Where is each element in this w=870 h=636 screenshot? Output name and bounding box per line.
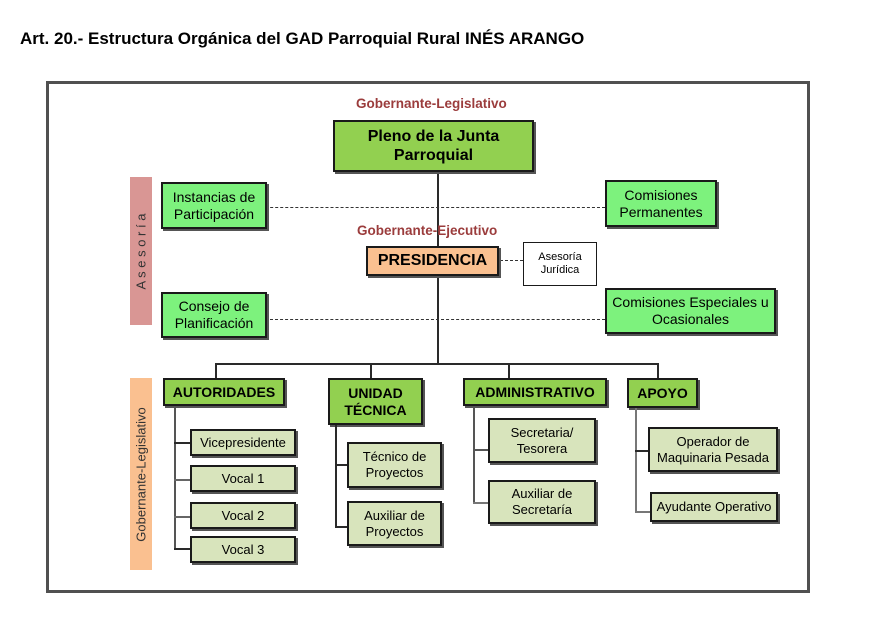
dept-administrativo[interactable]: ADMINISTRATIVO bbox=[463, 378, 607, 406]
node-operador-maquinaria[interactable]: Operador de Maquinaria Pesada bbox=[648, 427, 778, 472]
connector-secretaria-tesorera bbox=[473, 449, 489, 451]
node-ayudante-operativo-label: Ayudante Operativo bbox=[656, 499, 772, 515]
connector-apoyo-children bbox=[635, 408, 637, 512]
dept-administrativo-label: ADMINISTRATIVO bbox=[475, 383, 595, 400]
node-vocal-3[interactable]: Vocal 3 bbox=[190, 536, 296, 563]
band-gobernante-legislativo: Gobernante-Legislativo bbox=[130, 378, 152, 570]
dashed-link-instancias-comisiones bbox=[240, 207, 605, 208]
band-asesoria-label: A s e s o r í a bbox=[133, 213, 149, 289]
node-consejo-label: Consejo de Planificación bbox=[174, 298, 254, 331]
connector-administrativo-children bbox=[473, 406, 475, 502]
connector-administrativo bbox=[508, 363, 510, 380]
node-comisiones-permanentes-label: Comisiones Permanentes bbox=[619, 186, 703, 220]
connector-autoridades-children bbox=[174, 406, 176, 549]
node-vicepresidente[interactable]: Vicepresidente bbox=[190, 429, 296, 456]
org-chart-frame bbox=[46, 81, 810, 593]
node-tecnico-proyectos-label: Técnico de Proyectos bbox=[362, 449, 427, 480]
node-vicepresidente-label: Vicepresidente bbox=[200, 434, 286, 450]
connector-vocal-1 bbox=[174, 479, 190, 481]
connector-operador-maquinaria bbox=[635, 450, 649, 452]
dept-apoyo[interactable]: APOYO bbox=[627, 378, 698, 408]
dept-unidad-tecnica[interactable]: UNIDAD TÉCNICA bbox=[328, 378, 423, 425]
connector-unidad-tecnica bbox=[370, 363, 372, 380]
connector-presidencia-bus bbox=[437, 276, 439, 364]
node-auxiliar-proyectos-label: Auxiliar de Proyectos bbox=[364, 507, 425, 539]
node-comisiones-especiales-label: Comisiones Especiales u Ocasionales bbox=[612, 294, 769, 327]
band-legislativo-label: Gobernante-Legislativo bbox=[133, 406, 149, 542]
connector-vocal-2 bbox=[174, 516, 190, 518]
label-gobernante-ejecutivo: Gobernante-Ejecutivo bbox=[357, 223, 498, 238]
node-secretaria-tesorera-label: Secretaria/ Tesorera bbox=[510, 424, 574, 456]
page-title: Art. 20.- Estructura Orgánica del GAD Pa… bbox=[20, 29, 585, 48]
dept-unidad-tecnica-label: UNIDAD TÉCNICA bbox=[344, 384, 407, 418]
node-vocal-1[interactable]: Vocal 1 bbox=[190, 465, 296, 492]
node-auxiliar-proyectos[interactable]: Auxiliar de Proyectos bbox=[347, 501, 442, 546]
node-consejo-planificacion[interactable]: Consejo de Planificación bbox=[161, 292, 267, 338]
node-pleno-junta[interactable]: Pleno de la Junta Parroquial bbox=[333, 120, 534, 172]
connector-unidad-tecnica-children bbox=[335, 425, 337, 528]
connector-vicepresidente bbox=[174, 442, 190, 444]
connector-pleno-presidencia bbox=[437, 172, 439, 248]
node-operador-maquinaria-label: Operador de Maquinaria Pesada bbox=[656, 433, 770, 465]
node-comisiones-permanentes[interactable]: Comisiones Permanentes bbox=[605, 180, 717, 227]
dashed-link-presidencia-asesoria bbox=[500, 260, 523, 261]
node-asesoria-label: Asesoría Jurídica bbox=[538, 250, 582, 276]
connector-apoyo bbox=[657, 363, 659, 380]
connector-auxiliar-proyectos bbox=[335, 526, 348, 528]
node-presidencia-label: PRESIDENCIA bbox=[377, 252, 488, 270]
dept-autoridades-label: AUTORIDADES bbox=[172, 383, 276, 400]
connector-auxiliar-secretaria bbox=[473, 502, 489, 504]
dept-apoyo-label: APOYO bbox=[637, 384, 688, 401]
connector-horizontal-bus bbox=[215, 363, 658, 365]
node-auxiliar-secretaria[interactable]: Auxiliar de Secretaría bbox=[488, 480, 596, 524]
dept-autoridades[interactable]: AUTORIDADES bbox=[163, 378, 285, 406]
node-instancias-participacion[interactable]: Instancias de Participación bbox=[161, 182, 267, 229]
node-pleno-label: Pleno de la Junta Parroquial bbox=[367, 127, 500, 164]
label-gobernante-legislativo: Gobernante-Legislativo bbox=[356, 96, 507, 111]
node-ayudante-operativo[interactable]: Ayudante Operativo bbox=[650, 492, 778, 522]
band-asesoria: A s e s o r í a bbox=[130, 177, 152, 325]
connector-autoridades bbox=[215, 363, 217, 380]
dashed-link-consejo-comisiones bbox=[270, 319, 605, 320]
node-vocal-3-label: Vocal 3 bbox=[221, 541, 265, 557]
connector-tecnico-proyectos bbox=[335, 464, 348, 466]
connector-ayudante-operativo bbox=[635, 511, 650, 513]
connector-vocal-3 bbox=[174, 548, 190, 550]
node-vocal-2-label: Vocal 2 bbox=[221, 507, 265, 523]
node-vocal-2[interactable]: Vocal 2 bbox=[190, 502, 296, 529]
node-vocal-1-label: Vocal 1 bbox=[221, 470, 265, 486]
node-auxiliar-secretaria-label: Auxiliar de Secretaría bbox=[511, 486, 573, 517]
node-comisiones-especiales[interactable]: Comisiones Especiales u Ocasionales bbox=[605, 288, 776, 334]
node-instancias-label: Instancias de Participación bbox=[172, 188, 256, 222]
node-tecnico-proyectos[interactable]: Técnico de Proyectos bbox=[347, 442, 442, 488]
node-asesoria-juridica[interactable]: Asesoría Jurídica bbox=[523, 242, 597, 286]
node-secretaria-tesorera[interactable]: Secretaria/ Tesorera bbox=[488, 418, 596, 463]
node-presidencia[interactable]: PRESIDENCIA bbox=[366, 246, 499, 276]
